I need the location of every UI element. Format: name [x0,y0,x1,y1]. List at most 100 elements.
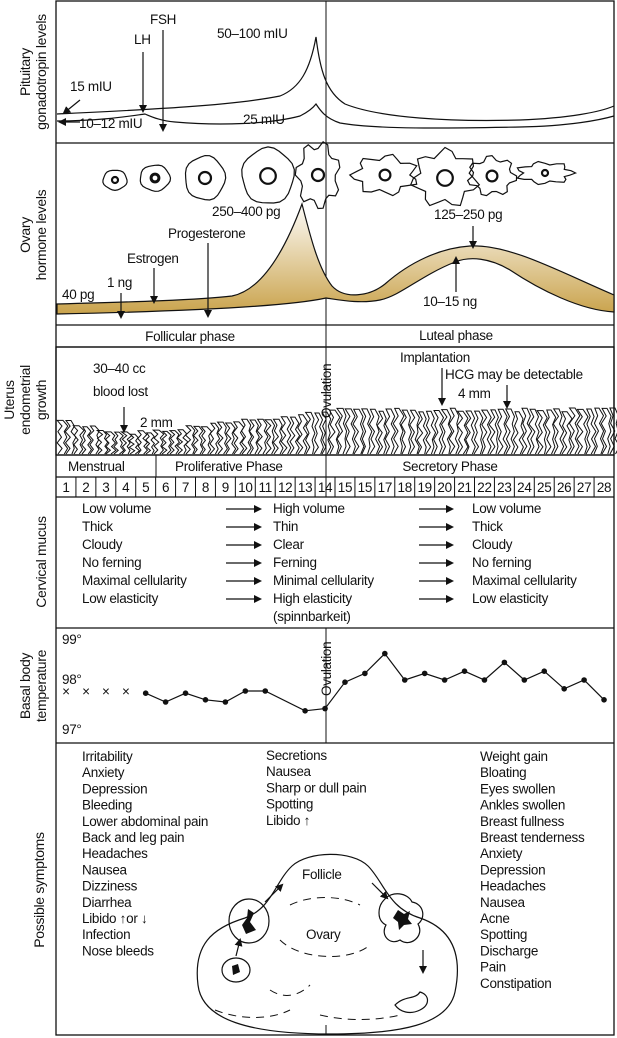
symptom-follicular: Anxiety [82,765,125,780]
uterus-label-2: endometrial [17,365,33,435]
mucus-follicular-item: Thick [82,519,113,534]
day-cell: 25 [537,480,551,495]
endometrial-gland [528,408,540,455]
secretory-phase: Secretory Phase [402,459,497,474]
peak-label: 50–100 mIU [217,26,288,41]
symptom-follicular: Back and leg pain [82,830,184,845]
endometrial-gland [296,414,309,455]
symptom-luteal: Anxiety [480,846,523,861]
bbt-cross: × [62,684,70,699]
symptom-follicular: Dizziness [82,879,138,894]
lh-base-label: 15 mIU [70,79,112,94]
estrogen-label: Estrogen [127,251,179,266]
mucus-follicular-item: Cloudy [82,537,123,552]
symptom-luteal: Discharge [480,943,538,958]
endometrial-gland [384,408,396,455]
symptom-luteal: Depression [480,862,545,877]
bbt-point [601,697,607,703]
ovary-label: Ovary [17,217,33,253]
endometrial-gland [240,418,253,455]
endometrial-gland [585,408,597,455]
symptom-ovulation: Spotting [266,797,313,812]
follicle-core [149,172,161,184]
endometrial-gland [248,419,260,455]
endometrial-gland [360,408,373,455]
corpus-albicans [394,991,429,1014]
menstrual-phase: Menstrual [68,459,125,474]
bbt-point [461,668,468,674]
symptom-follicular: Nausea [82,862,128,877]
ovary-illustration: Follicle Ovary [196,853,458,1035]
symptom-follicular: Libido ↑or ↓ [82,911,147,926]
follicle-core [485,169,499,183]
follicle-core [540,168,550,178]
fsh-base-label: 10–12 mIU [79,116,142,131]
endometrial-gland [272,418,284,455]
endometrial-gland [161,430,172,455]
pituitary-label: Pituitary [17,48,33,96]
ovulation-label: Ovulation [319,364,334,418]
bbt-point [322,705,328,712]
endometrial-gland [576,408,589,455]
endometrial-gland [400,409,412,455]
endometrial-gland [263,419,276,455]
endometrial-gland [609,407,617,455]
endometrial-gland [504,408,516,455]
day-cell: 28 [597,480,611,495]
day-cell: 27 [577,480,591,495]
endometrial-gland [336,407,348,455]
bbt-point [162,699,169,705]
endometrial-gland [192,425,204,455]
symptoms-label: Possible symptoms [31,832,47,948]
symptom-follicular: Headaches [82,846,148,861]
bbt-point [581,677,587,683]
bbt-point [481,677,488,683]
endometrial-gland [72,425,85,455]
day-cell: 15 [358,480,372,495]
day-cell: 1 [62,480,69,495]
symptom-follicular: Lower abdominal pain [82,814,208,829]
phase-row: Menstrual Proliferative Phase Secretory … [68,459,498,474]
endometrial-gland [136,430,149,455]
mucus-ovulation-item: Ferning [273,555,317,570]
symptom-ovulation: Nausea [266,764,312,779]
endometrial-gland [465,410,476,455]
mucus-ovulation-item: Thin [273,519,298,534]
endometrial-gland [232,421,245,455]
endometrial-gland [280,416,292,455]
endometrial-gland [473,410,484,455]
endometrial-gland [95,430,109,455]
lh-label: LH [134,32,151,47]
day-cell: 11 [259,480,272,495]
endometrium-drawing [56,407,617,455]
symptom-luteal: Pain [480,960,506,975]
mucus-luteal-item: Low elasticity [472,591,549,606]
uterus-label: Uterus [1,380,17,420]
endometrial-gland [425,410,437,455]
follicle-core [110,175,120,185]
endometrial-gland [56,419,69,455]
ytick-97: 97° [62,722,82,737]
day-cell: 13 [298,480,312,495]
bbt-point [501,659,508,666]
mucus-follicular-item: Maximal cellularity [82,573,187,588]
lh-base-arrow [62,99,81,115]
symptom-luteal: Weight gain [480,749,548,764]
endometrial-gland [456,410,469,455]
blood-lost-label: 30–40 cc [93,361,146,376]
mucus-ovulation-item: High volume [273,501,345,516]
estrogen-peak-label: 250–400 pg [212,204,280,219]
thickness-4mm-label: 4 mm [458,386,491,401]
follicle-core [436,169,454,187]
ovary-label-2: hormone levels [33,189,49,280]
mucus-luteal-item: No ferning [472,555,531,570]
endometrial-gland [600,407,612,455]
follicle-core [259,167,277,185]
symptom-ovulation: Sharp or dull pain [266,780,366,795]
endometrial-gland [448,407,460,455]
follicle-core [378,168,392,182]
ovary-label-inner: Ovary [306,927,341,942]
day-cell: 3 [102,480,109,495]
endometrial-gland [568,407,581,455]
